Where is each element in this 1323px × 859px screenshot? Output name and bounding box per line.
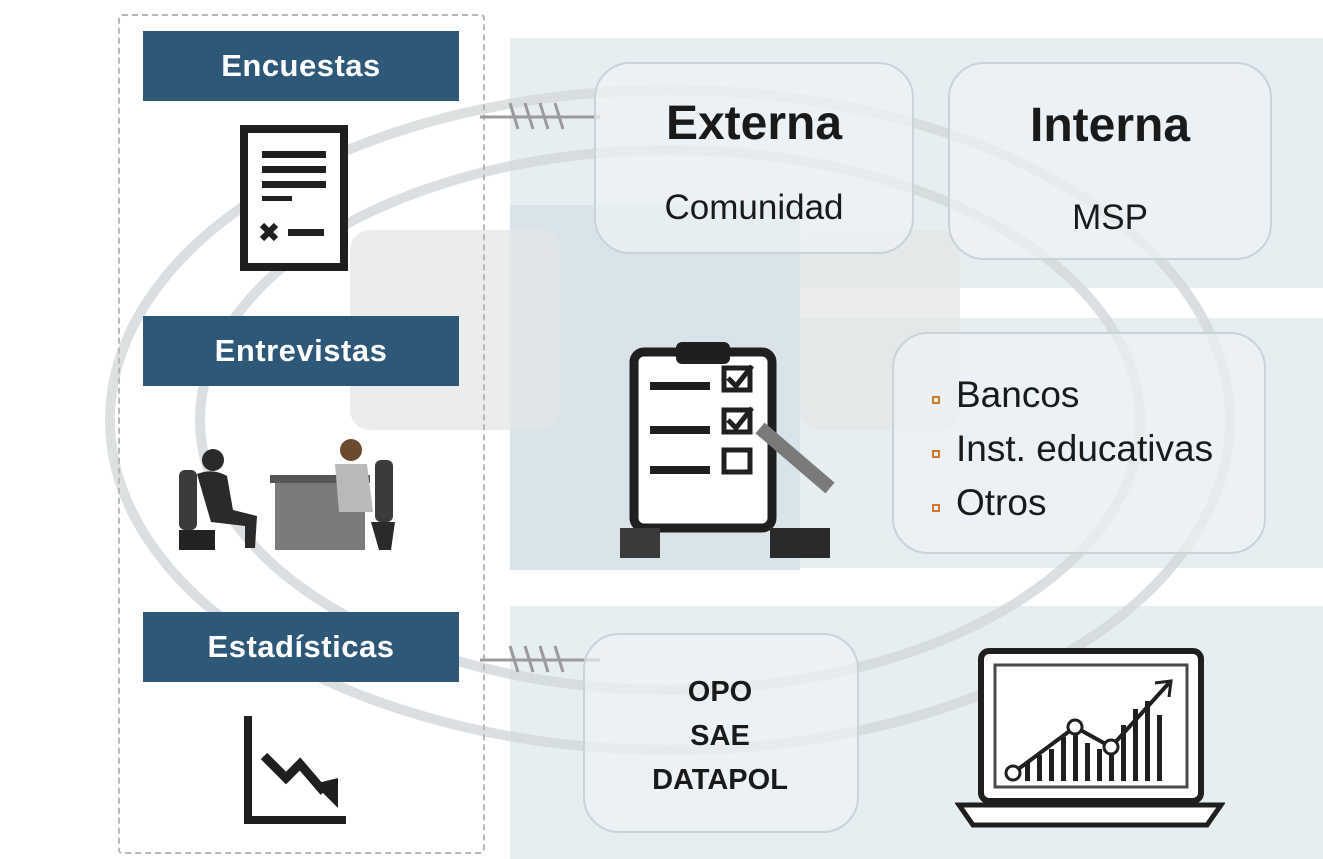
survey-document-icon	[240, 125, 348, 271]
source-opo: OPO	[687, 676, 753, 708]
statistics-sources-card	[583, 633, 859, 833]
external-survey-card: Externa Comunidad	[594, 62, 914, 254]
laptop-growth-chart-icon	[955, 648, 1225, 828]
source-sae: SAE	[690, 720, 750, 752]
interview-targets-list: Bancos Inst. educativas Otros	[932, 368, 1213, 530]
downtrend-chart-icon	[244, 716, 346, 824]
statistics-sources-list: OPO SAE DATAPOL	[585, 670, 855, 802]
interview-targets-card	[892, 332, 1266, 554]
bullet-icon	[932, 396, 940, 404]
external-subtitle: Comunidad	[664, 188, 844, 227]
interview-target: Bancos	[956, 374, 1080, 415]
interview-target: Inst. educativas	[956, 428, 1214, 469]
list-item: Bancos	[932, 368, 1213, 422]
source-datapol: DATAPOL	[652, 764, 788, 796]
internal-survey-card: Interna MSP	[948, 62, 1272, 260]
entrevistas-label: Entrevistas	[143, 316, 459, 386]
list-item: Otros	[932, 476, 1213, 530]
bullet-icon	[932, 504, 940, 512]
interview-target: Otros	[956, 482, 1047, 523]
connector-bottom	[480, 645, 600, 673]
internal-subtitle: MSP	[1072, 198, 1148, 237]
bullet-icon	[932, 450, 940, 458]
internal-title: Interna	[1029, 99, 1191, 152]
encuestas-label: Encuestas	[143, 31, 459, 101]
clipboard-checklist-icon	[620, 342, 835, 558]
interview-people-icon	[179, 439, 395, 550]
methods-column-border	[118, 14, 485, 854]
estadisticas-label: Estadísticas	[143, 612, 459, 682]
connector-top	[480, 102, 600, 130]
external-title: Externa	[665, 97, 843, 150]
list-item: Inst. educativas	[932, 422, 1213, 476]
